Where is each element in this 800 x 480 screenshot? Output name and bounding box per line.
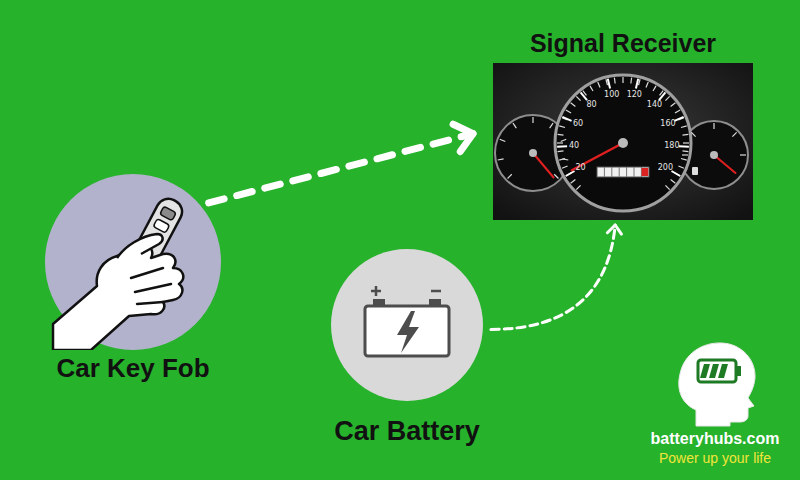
gauge-number: 160 xyxy=(657,119,679,129)
dashboard-picture: 20 40 60 80100120140 160 180 200 xyxy=(493,63,753,220)
gauge-number: 60 xyxy=(567,119,589,129)
gauge-number: 120 xyxy=(623,90,645,100)
node-label: Car Battery xyxy=(312,415,502,448)
gauge-number: 100 xyxy=(601,90,623,100)
logo-head-icon xyxy=(668,336,762,428)
page-url: batteryhubs.com xyxy=(638,429,792,449)
gauge-number: 140 xyxy=(643,100,665,110)
gauge-number: 200 xyxy=(654,163,676,173)
key-fob-node: Car Key Fob xyxy=(33,174,233,384)
key-fob-circle xyxy=(45,174,221,350)
slogan: Power up your life xyxy=(638,449,792,467)
node-label: Signal Receiver xyxy=(488,28,758,59)
gauge-number: 40 xyxy=(563,141,585,151)
dashboard-gauges xyxy=(493,63,753,220)
node-label: Car Key Fob xyxy=(33,352,233,384)
battery-node: Car Battery xyxy=(312,249,502,448)
gauge-number: 80 xyxy=(581,100,603,110)
signal-receiver-node: Signal Receiver xyxy=(488,28,758,220)
battery-circle xyxy=(331,249,483,401)
signal-arrow xyxy=(209,124,473,203)
signal-arrow xyxy=(491,225,622,329)
gauge-number: 180 xyxy=(661,141,683,151)
gauge-number: 20 xyxy=(570,163,592,173)
